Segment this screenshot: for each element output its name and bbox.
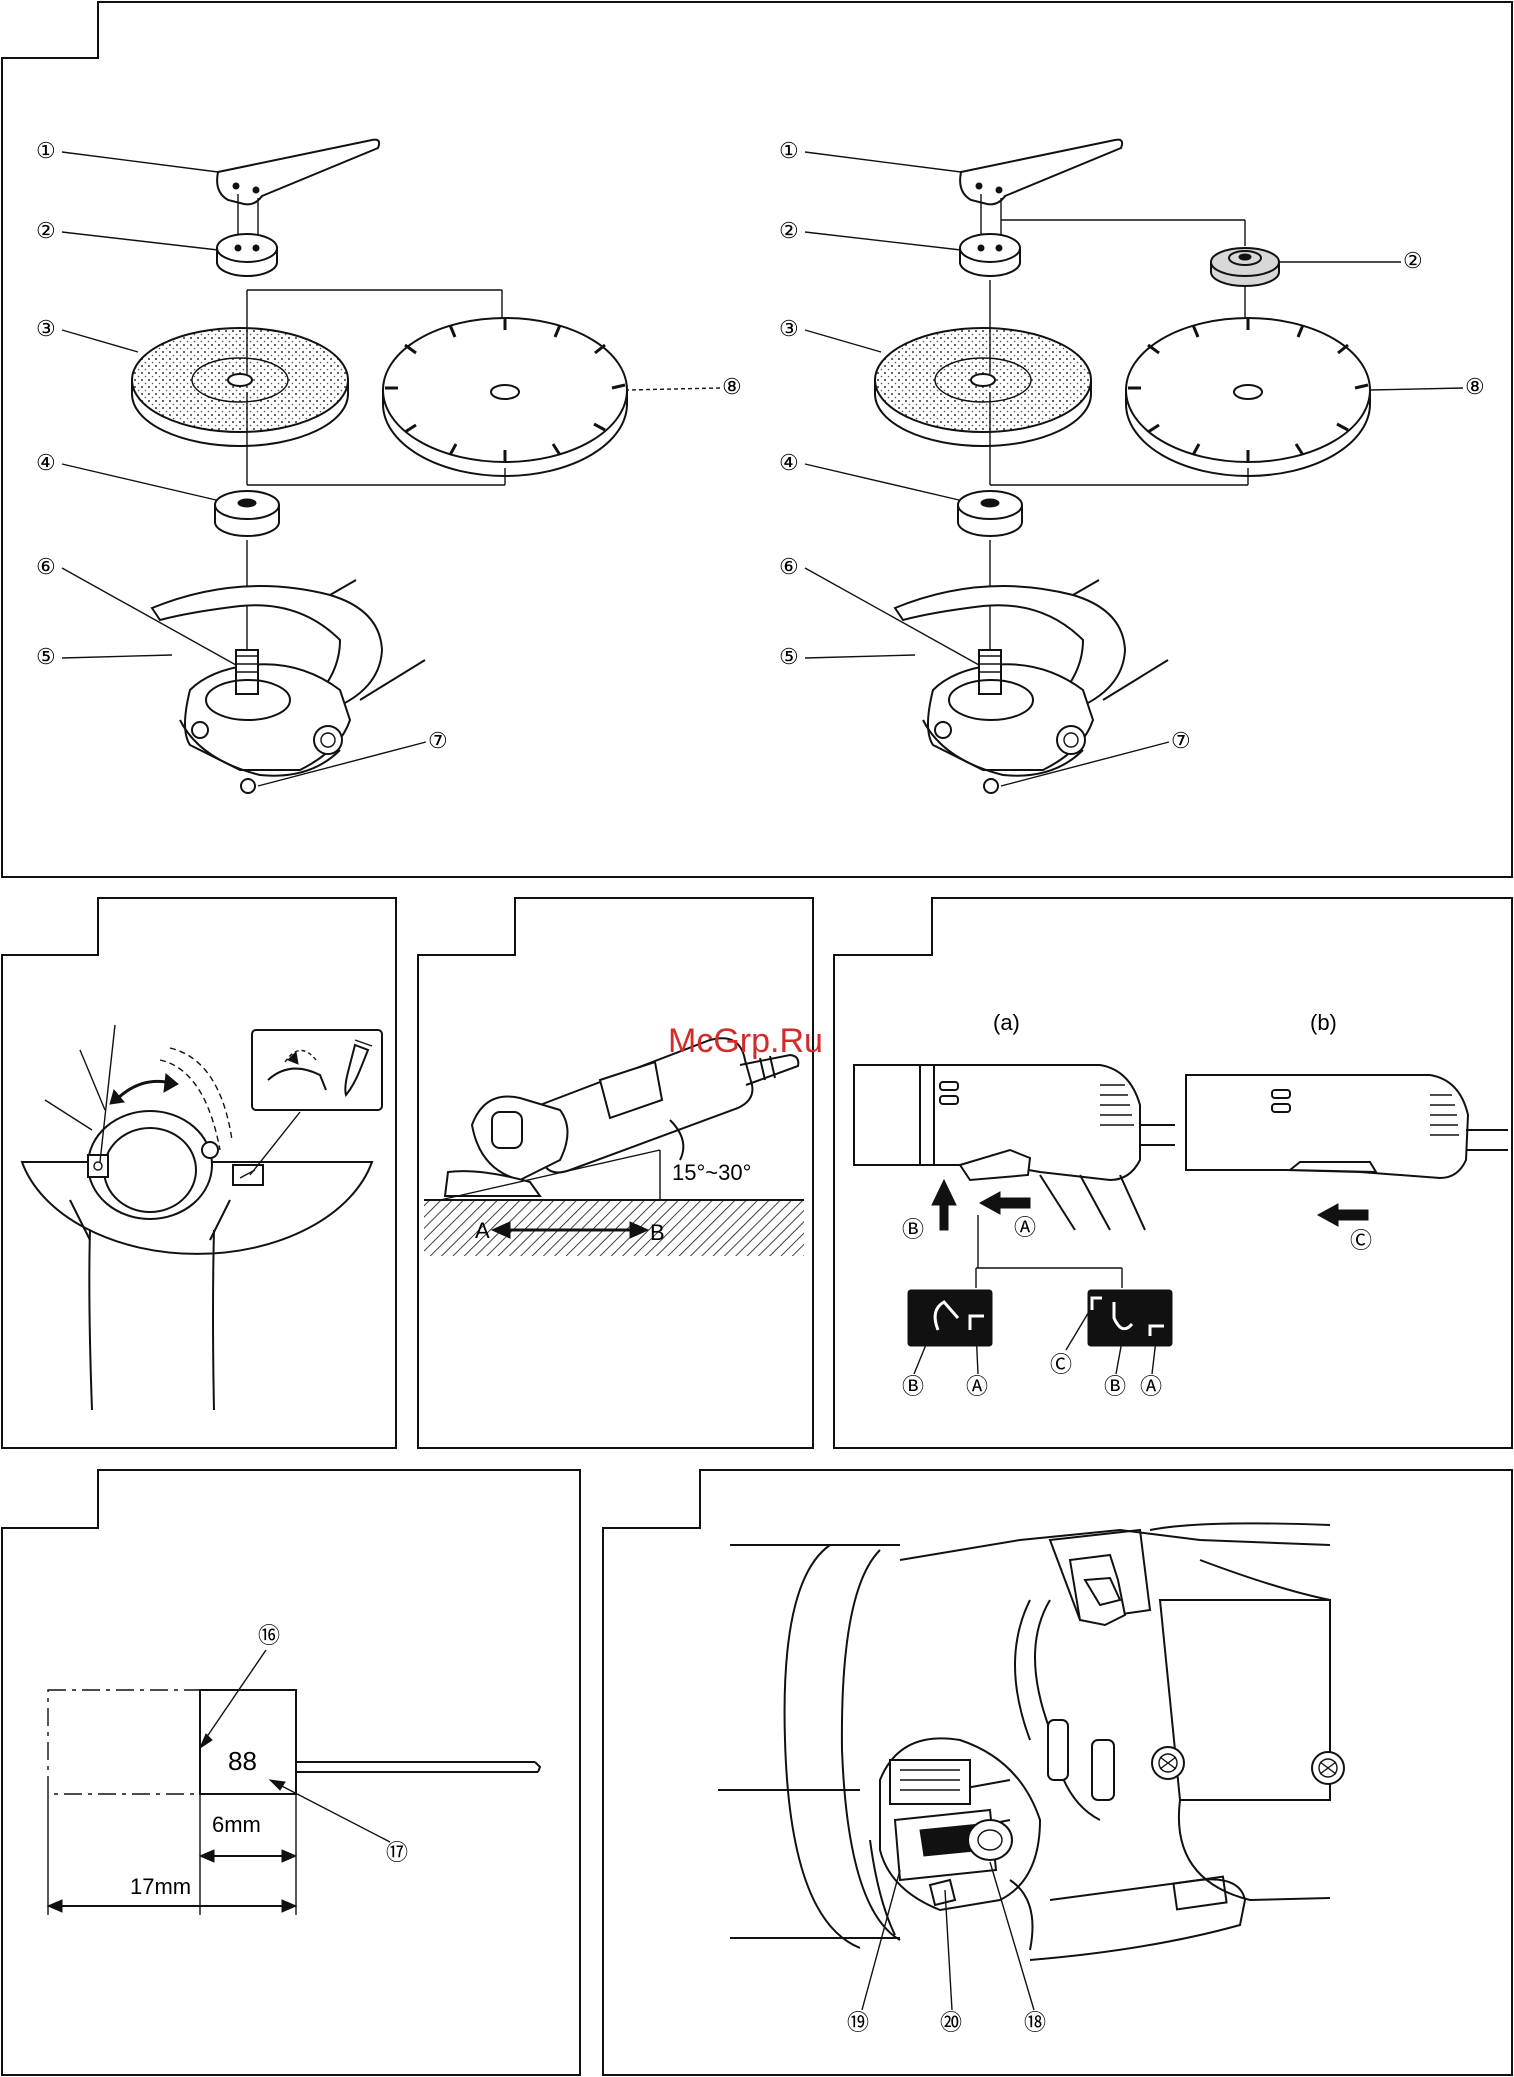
callout-6: ⑥ — [779, 554, 799, 579]
diamond-blade-icon — [1126, 318, 1370, 476]
switch1-a: Ⓐ — [966, 1374, 988, 1399]
diamond-blade-icon — [383, 318, 627, 476]
label-b: (b) — [1310, 1010, 1337, 1035]
brush-number: 88 — [228, 1746, 257, 1776]
callout-7: ⑦ — [1171, 728, 1191, 753]
switch2-a: Ⓐ — [1140, 1374, 1162, 1399]
inset-guard-detail — [252, 1030, 382, 1110]
callout-19: ⑲ — [847, 2010, 869, 2035]
assembly-right: ① ② ② ③ ④ ⑥ ⑤ ⑦ ⑧ — [779, 138, 1485, 793]
assembly-left: ① ② ③ ④ ⑥ ⑤ ⑦ ⑧ — [36, 138, 742, 793]
figure-6-brush-holder: ⑲ ⑳ ⑱ — [603, 1470, 1512, 2075]
switch1-b: Ⓑ — [902, 1374, 924, 1399]
callout-16: ⑯ — [258, 1623, 280, 1648]
callout-1: ① — [36, 138, 56, 163]
arrow-b-label: Ⓑ — [902, 1217, 924, 1242]
grinder-head-icon — [152, 580, 425, 793]
figure-2-guard-adjustment — [2, 898, 396, 1448]
callout-8: ⑧ — [1465, 374, 1485, 399]
switch2-b: Ⓑ — [1104, 1374, 1126, 1399]
callout-5: ⑤ — [36, 644, 56, 669]
point-a: A — [475, 1218, 490, 1243]
callouts-right: ① ② ② ③ ④ ⑥ ⑤ ⑦ ⑧ — [779, 138, 1485, 786]
callout-2b: ② — [1403, 248, 1423, 273]
dim-large: 17mm — [130, 1874, 191, 1899]
wrench-icon — [960, 140, 1122, 205]
threaded-nut-icon — [1211, 248, 1279, 276]
callout-5: ⑤ — [779, 644, 799, 669]
callout-7: ⑦ — [428, 728, 448, 753]
guard-clamp-icon — [88, 1111, 218, 1219]
grinder-head-icon — [895, 580, 1168, 793]
callout-1: ① — [779, 138, 799, 163]
brush-cap-icon — [968, 1820, 1012, 1860]
arrow-c-icon — [1318, 1204, 1368, 1226]
point-b: B — [650, 1220, 665, 1245]
watermark-text: McGrp.Ru — [668, 1022, 823, 1060]
callout-17: ⑰ — [386, 1840, 408, 1865]
handle-b-icon — [1186, 1075, 1508, 1178]
switch-indicator-2: Ⓒ Ⓑ Ⓐ — [1050, 1290, 1172, 1399]
figure-5-carbon-brush: 88 ⑯ ⑰ 6mm 17mm — [2, 1470, 580, 2075]
figure-4-switch-operation: (a) (b) Ⓑ Ⓐ — [834, 898, 1512, 1448]
dim-small: 6mm — [212, 1812, 261, 1837]
angle-label: 15°~30° — [672, 1160, 751, 1185]
callout-6: ⑥ — [36, 554, 56, 579]
arrow-left-icon — [980, 1192, 1030, 1214]
figure-3-grinding-angle: 15°~30° A B — [418, 898, 813, 1448]
lock-nut-icon — [960, 234, 1020, 262]
motor-housing-icon — [718, 1523, 1344, 1960]
lock-nut-icon — [217, 234, 277, 262]
arrow-a-label: Ⓐ — [1014, 1215, 1036, 1240]
callout-8: ⑧ — [722, 374, 742, 399]
wrench-icon — [217, 140, 379, 205]
callout-2: ② — [36, 218, 56, 243]
arrow-up-icon — [932, 1180, 956, 1230]
callouts-left: ① ② ③ ④ ⑥ ⑤ ⑦ ⑧ — [36, 138, 742, 786]
switch-indicator-1: Ⓑ Ⓐ — [902, 1290, 992, 1399]
callout-20: ⑳ — [940, 2010, 962, 2035]
callout-2: ② — [779, 218, 799, 243]
rotate-arrow-icon — [164, 1074, 178, 1092]
callout-3: ③ — [36, 316, 56, 341]
callout-4: ④ — [36, 450, 56, 475]
carbon-brush-icon — [200, 1690, 296, 1794]
callout-18: ⑱ — [1024, 2010, 1046, 2035]
switch2-c: Ⓒ — [1050, 1352, 1072, 1377]
figure-1-wheel-mounting: ① ② ③ ④ ⑥ ⑤ ⑦ ⑧ — [2, 2, 1512, 877]
callout-4: ④ — [779, 450, 799, 475]
label-a: (a) — [993, 1010, 1020, 1035]
callout-3: ③ — [779, 316, 799, 341]
arrow-c-label: Ⓒ — [1350, 1228, 1372, 1253]
